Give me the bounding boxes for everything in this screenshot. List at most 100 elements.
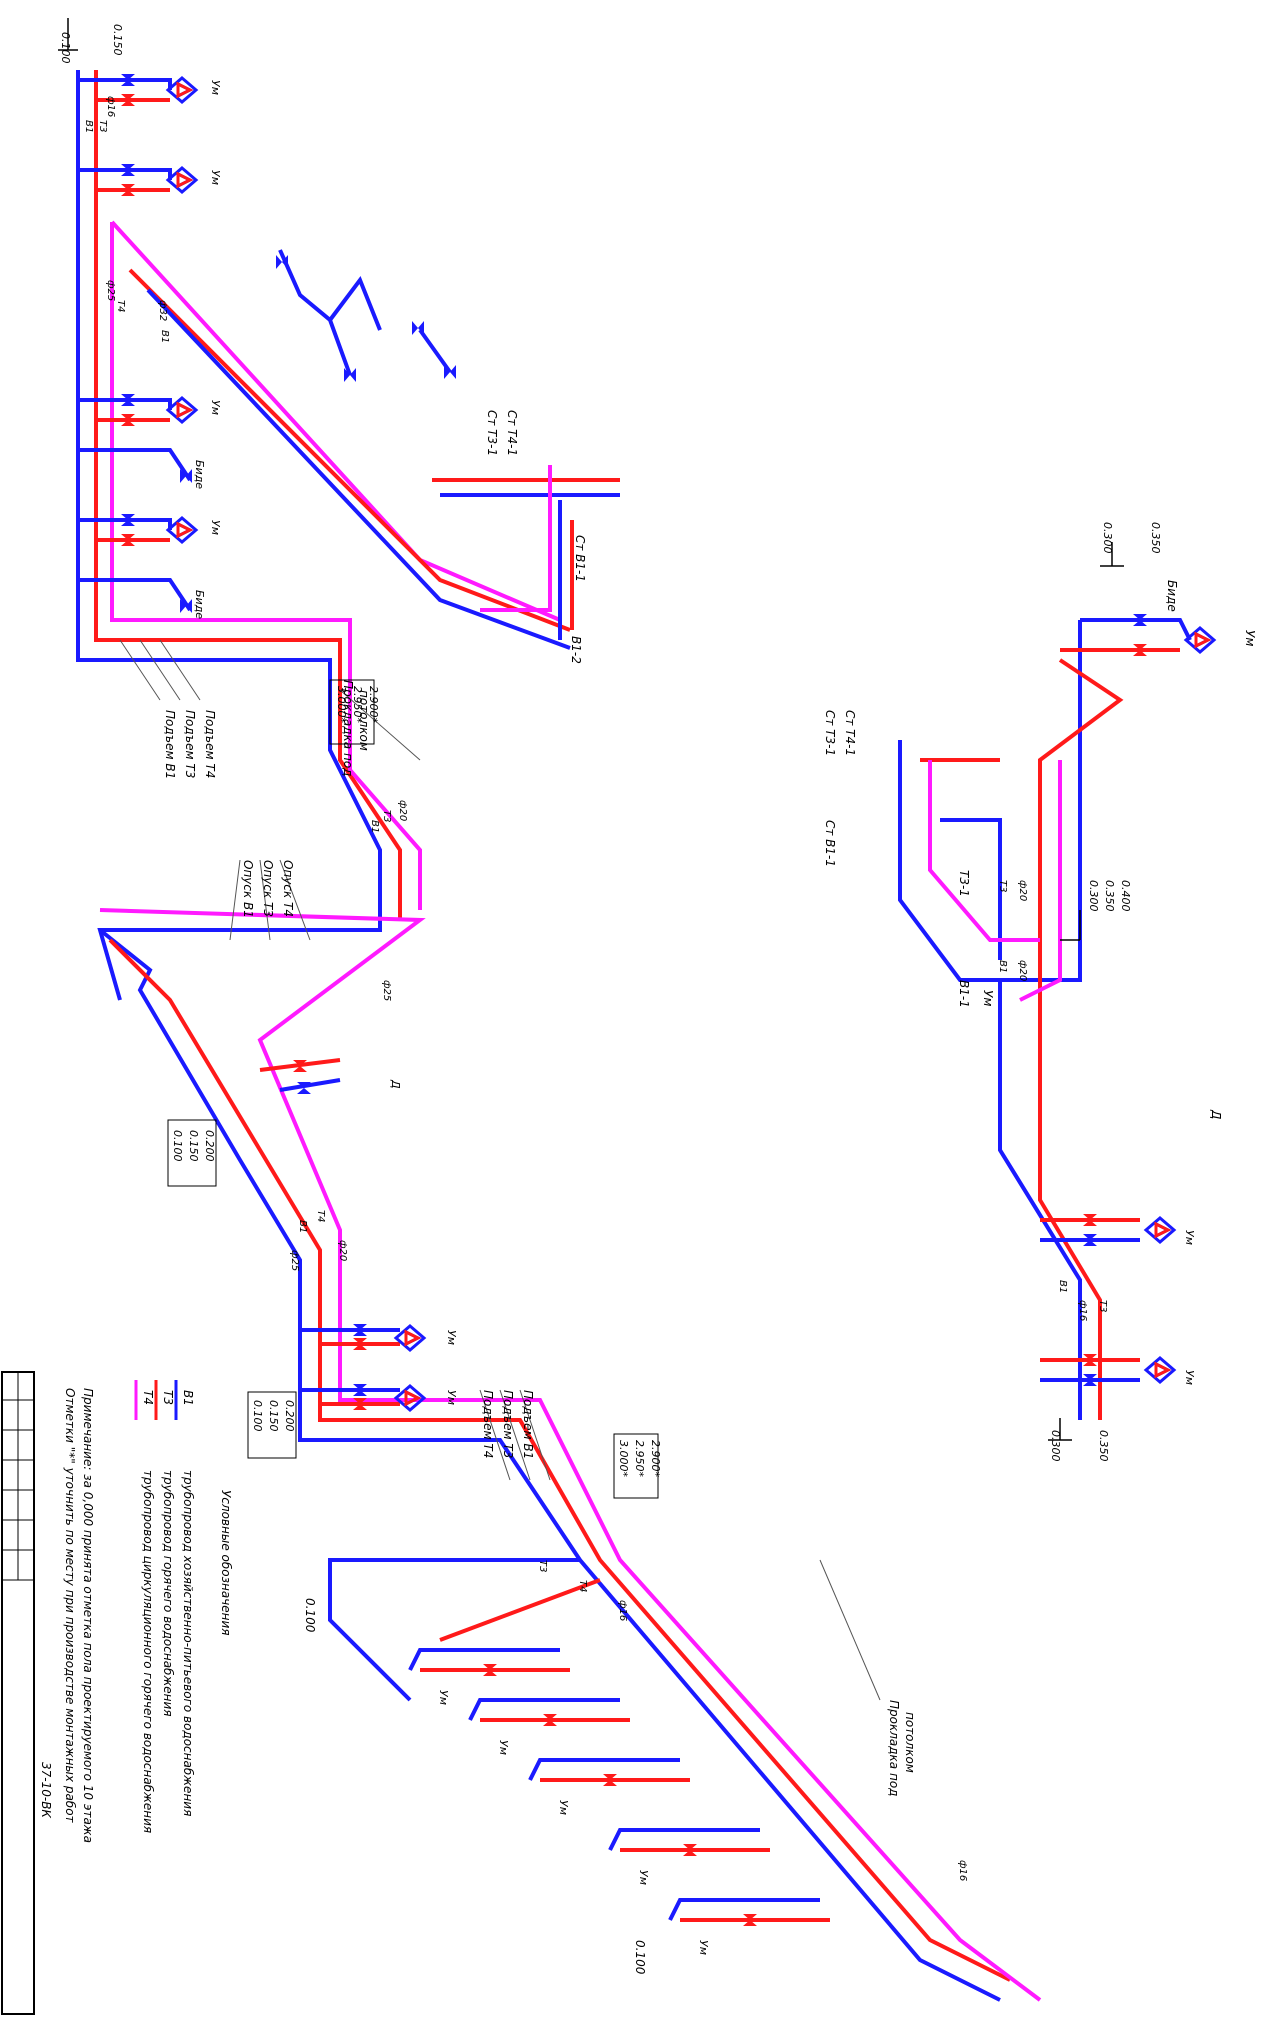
branch-b1-shower — [279, 1078, 341, 1092]
elevation-box-top: 3.000* 2.950* 2.900* — [329, 679, 380, 745]
diameter-label: ф25 — [289, 1250, 300, 1271]
legend-desc-t4: трубопровод циркуляционного горячего вод… — [141, 1470, 155, 1833]
diameter-label: ф16 — [105, 96, 116, 117]
elevation-label: 0.300 — [1101, 522, 1114, 554]
stack-labels-right: Ст Т3-1 Ст Т4-1 Ст В1-1 Т3-1 В1-1 Ум Ум … — [823, 580, 1257, 1119]
pipe-t3-diagonal — [128, 268, 571, 632]
valve-icon — [180, 599, 192, 613]
ceiling-note-1: Прокладка под — [341, 680, 355, 776]
fixture-label-um: Ум — [1243, 630, 1257, 646]
branch-b1 — [468, 1698, 620, 1721]
title-block: 37-10-ВК — [1, 1371, 53, 2015]
leader-line — [119, 639, 161, 701]
diameter-label: ф16 — [617, 1600, 628, 1621]
leader-line — [279, 859, 311, 941]
elevation-label: 0.100 — [171, 1130, 184, 1162]
elevation-box-lower: 3.000* 2.950* 2.900* — [613, 1433, 662, 1499]
note-line-2: Отметки "*" уточнить по месту при произв… — [63, 1388, 77, 1824]
washbasin-hot-icon — [176, 81, 194, 99]
valve-icon — [353, 1324, 367, 1336]
fixture-label-um: Ум — [497, 1740, 510, 1755]
elevation-label: 0.400 — [1119, 880, 1132, 912]
legend-item-t3: Т3 трубопровод горячего водоснабжения — [154, 1380, 175, 1717]
valve-icon — [121, 74, 135, 86]
fixture-label-bide: Биде — [1165, 580, 1179, 612]
riser-label-t4: Подъем Т4 — [203, 710, 217, 778]
legend-item-b1: В1 трубопровод хозяйственно-питьевого во… — [174, 1380, 195, 1816]
leader-line — [259, 859, 271, 941]
elevation-box-mid-2: 0.100 0.150 0.200 — [247, 1391, 297, 1459]
washbasin-hot-icon — [176, 521, 194, 539]
valve-icon — [1083, 1234, 1097, 1246]
elevation-label-small: 0.100 — [633, 1940, 647, 1975]
fixture-label-um: Ум — [209, 400, 222, 415]
diameter-label: ф20 — [1017, 960, 1028, 981]
diameter-label: ф20 — [337, 1240, 348, 1261]
elevation-label: 0.300 — [1049, 1430, 1062, 1462]
diameter-label: ф32 — [157, 300, 168, 321]
elevation-mark-right-top: 0.300 0.350 — [1100, 522, 1162, 567]
fixture-label-d: Д — [389, 1079, 402, 1089]
riser-label-t3: Подъем Т3 — [183, 710, 197, 778]
pipe-code-label: Т4 — [577, 1580, 588, 1592]
valve-icon — [353, 1338, 367, 1350]
valve-icon — [412, 321, 424, 335]
valve-icon — [293, 1060, 307, 1072]
pipe-code-label: Т4 — [315, 1210, 326, 1222]
elevation-label: 0.200 — [283, 1400, 296, 1432]
elevation-label: 0.100 — [59, 32, 72, 64]
pipe-b1-mid — [98, 928, 1001, 2002]
pipe-code-label: Т4 — [115, 300, 126, 312]
stack-label-b1-r: Ст В1-1 — [823, 820, 837, 867]
washbasin-hot-icon — [404, 1329, 422, 1347]
stack-t4-top — [480, 465, 552, 612]
riser-label-t4-lower: Подъем Т4 — [481, 1390, 495, 1458]
fixture-label-um: Ум — [557, 1800, 570, 1815]
leader-line — [229, 859, 241, 941]
elevation-mark-right-mid: 0.300 0.350 0.400 — [1060, 880, 1132, 941]
riser-label-t3-lower: Подъем Т3 — [501, 1390, 515, 1458]
branch-b1 — [408, 1648, 560, 1671]
pipe-t3-lower — [439, 1578, 601, 1642]
valve-icon — [444, 365, 456, 379]
branch-b1 — [528, 1758, 680, 1781]
diameter-label: ф20 — [397, 800, 408, 821]
leader-line — [159, 639, 201, 701]
pipe-code-label: Т3 — [997, 880, 1008, 892]
stack-b1-right — [940, 818, 1002, 960]
stack-t4-diag — [928, 760, 1040, 942]
washbasin-hot-icon — [404, 1389, 422, 1407]
pipe-t3-main — [94, 70, 402, 918]
stack-label-t4-r: Ст Т4-1 — [843, 710, 857, 756]
washbasin-hot-icon — [176, 401, 194, 419]
branch-b1-bide — [78, 578, 192, 612]
legend-desc-b1: трубопровод хозяйственно-питьевого водос… — [181, 1470, 195, 1816]
valve-icon — [121, 164, 135, 176]
pipe-code-label: Т3 — [97, 120, 108, 132]
leader-line — [479, 1389, 511, 1481]
valve-icon — [121, 414, 135, 426]
fixture-label-um: Ум — [1183, 1370, 1196, 1385]
elevation-label: 0.350 — [1097, 1430, 1110, 1462]
riser-labels-lower: Подъем Т4 Подъем Т3 Подъем В1 Прокладка … — [303, 1390, 917, 1975]
elevation-label: 3.000* — [335, 686, 348, 723]
fixture-label-um: Ум — [209, 80, 222, 95]
branch-b1-right — [1080, 618, 1192, 641]
meter-label-b1-1: В1-1 — [957, 980, 971, 1008]
elevation-label: 0.350 — [1149, 522, 1162, 554]
fittings-layer — [121, 74, 1217, 1926]
branch-b1-bide — [78, 448, 192, 482]
pipe-code-label: В1 — [997, 960, 1008, 973]
elevation-label: 0.150 — [111, 24, 124, 56]
pipe-code-label: Т3 — [381, 810, 392, 822]
elevation-label: 2.950* — [351, 686, 364, 723]
fixture-label-um: Ум — [445, 1330, 458, 1345]
pipe-code-label: В1 — [83, 120, 94, 133]
elevation-label: 0.300 — [1087, 880, 1100, 912]
elevation-mark-top-left: 0.100 0.150 — [58, 18, 124, 64]
valve-icon — [121, 514, 135, 526]
pipe-b1-lower — [328, 1558, 580, 1702]
elevation-label: 2.950* — [633, 1440, 646, 1477]
valve-icon — [344, 368, 356, 382]
elevation-label: 3.000* — [617, 1440, 630, 1477]
